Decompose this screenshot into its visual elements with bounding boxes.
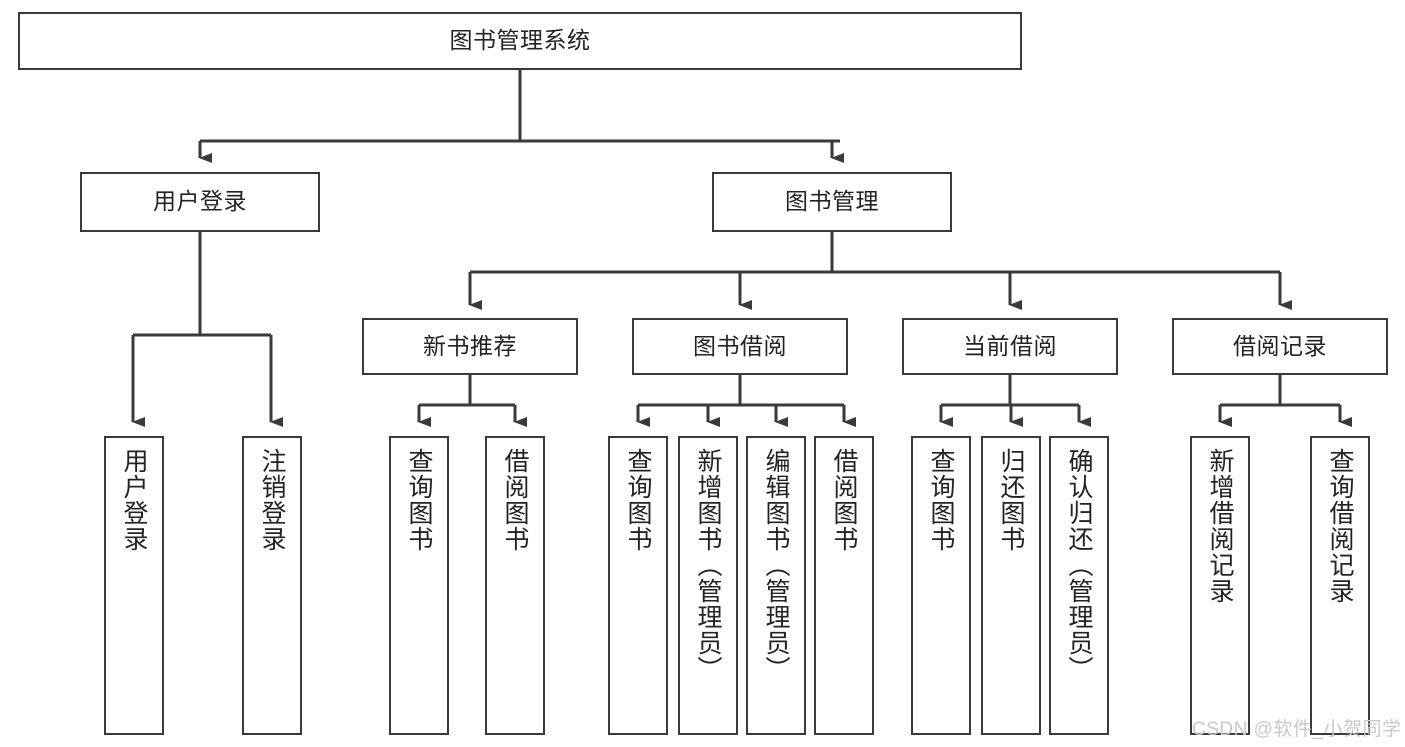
node-current-borrow-label: 当前借阅 [963, 332, 1057, 359]
node-book-manage[interactable]: 图书管理 [712, 172, 952, 232]
node-leaf-edit-book-label: 编辑图书（管理员） [762, 448, 790, 682]
node-leaf-query-book-3-label: 查询图书 [927, 448, 955, 552]
node-leaf-logout-login[interactable]: 注销登录 [242, 436, 302, 735]
node-leaf-query-book-3[interactable]: 查询图书 [911, 436, 971, 735]
node-leaf-add-record[interactable]: 新增借阅记录 [1190, 436, 1250, 735]
node-leaf-user-login-label: 用户登录 [120, 448, 148, 552]
node-user-login-label: 用户登录 [153, 188, 247, 215]
node-new-book-recommend-label: 新书推荐 [423, 332, 517, 359]
node-book-borrow[interactable]: 图书借阅 [632, 318, 848, 375]
node-book-manage-label: 图书管理 [785, 188, 879, 215]
node-new-book-recommend[interactable]: 新书推荐 [362, 318, 578, 375]
node-root-label: 图书管理系统 [449, 27, 591, 54]
node-leaf-query-book-1-label: 查询图书 [405, 448, 433, 552]
node-leaf-borrow-book-2-label: 借阅图书 [830, 448, 858, 552]
node-leaf-query-book-1[interactable]: 查询图书 [389, 436, 449, 735]
node-leaf-add-record-label: 新增借阅记录 [1206, 448, 1234, 604]
node-leaf-borrow-book-1-label: 借阅图书 [501, 448, 529, 552]
node-leaf-return-book-label: 归还图书 [997, 448, 1025, 552]
node-leaf-query-book-2[interactable]: 查询图书 [608, 436, 668, 735]
node-borrow-record-label: 借阅记录 [1233, 332, 1327, 359]
node-leaf-borrow-book-1[interactable]: 借阅图书 [485, 436, 545, 735]
node-leaf-borrow-book-2[interactable]: 借阅图书 [814, 436, 874, 735]
node-leaf-query-record-label: 查询借阅记录 [1326, 448, 1354, 604]
node-leaf-confirm-return[interactable]: 确认归还（管理员） [1049, 436, 1109, 735]
node-user-login[interactable]: 用户登录 [80, 172, 320, 232]
node-leaf-logout-login-label: 注销登录 [258, 448, 286, 552]
node-leaf-user-login[interactable]: 用户登录 [104, 436, 164, 735]
node-current-borrow[interactable]: 当前借阅 [902, 318, 1118, 375]
node-borrow-record[interactable]: 借阅记录 [1172, 318, 1388, 375]
node-leaf-edit-book[interactable]: 编辑图书（管理员） [746, 436, 806, 735]
node-leaf-query-record[interactable]: 查询借阅记录 [1310, 436, 1370, 735]
watermark-label: CSDN @软件_小贺同学 [1192, 719, 1402, 740]
node-leaf-return-book[interactable]: 归还图书 [981, 436, 1041, 735]
node-root[interactable]: 图书管理系统 [18, 12, 1022, 70]
node-book-borrow-label: 图书借阅 [693, 332, 787, 359]
node-leaf-add-book[interactable]: 新增图书（管理员） [678, 436, 738, 735]
node-leaf-query-book-2-label: 查询图书 [624, 448, 652, 552]
node-leaf-add-book-label: 新增图书（管理员） [694, 448, 722, 682]
node-leaf-confirm-return-label: 确认归还（管理员） [1065, 448, 1093, 682]
